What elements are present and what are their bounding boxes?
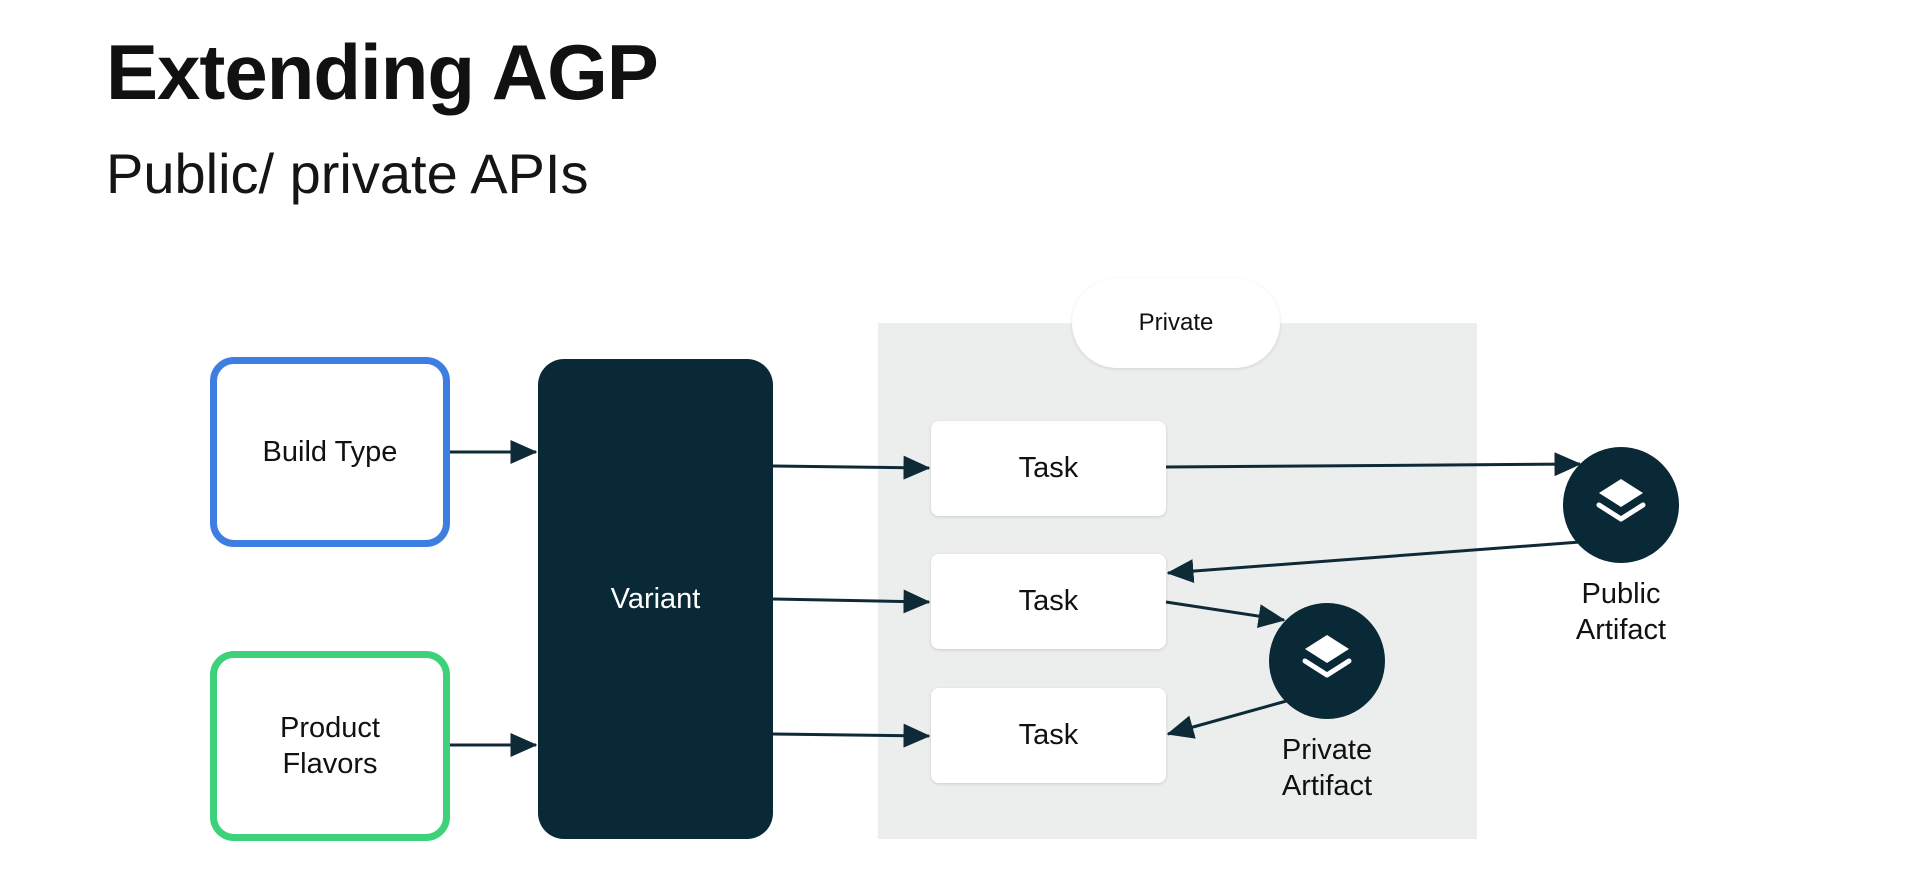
- public-artifact-label: Public Artifact: [1521, 576, 1721, 649]
- public-artifact-label-line-1: Public: [1581, 578, 1661, 610]
- arrow-task-1-to-public-artifact: [1165, 452, 1582, 477]
- arrow-variant-to-task-1: [772, 455, 931, 480]
- product-flavors-label-line-2: Flavors: [282, 748, 378, 780]
- private-zone-label: Private: [1072, 278, 1280, 368]
- arrow-task-2-to-private-artifact: [1165, 600, 1286, 629]
- product-flavors-label: Product Flavors: [280, 710, 380, 783]
- arrow-variant-to-task-3: [772, 723, 931, 748]
- task-box-2: Task: [931, 554, 1166, 649]
- task-label-3: Task: [1018, 719, 1079, 752]
- task-box-3: Task: [931, 688, 1166, 783]
- private-artifact-label-line-2: Artifact: [1281, 770, 1373, 803]
- variant-label: Variant: [610, 582, 701, 615]
- task-label-2: Task: [1018, 585, 1079, 618]
- arrow-public-artifact-to-task-2: [1166, 540, 1581, 584]
- public-artifact-label-line-2: Artifact: [1575, 614, 1667, 647]
- arrow-private-artifact-to-task-3: [1166, 698, 1291, 739]
- private-artifact-label: Private Artifact: [1227, 732, 1427, 805]
- build-type-box: Build Type: [210, 357, 450, 547]
- task-box-1: Task: [931, 421, 1166, 516]
- product-flavors-box: Product Flavors: [210, 651, 450, 841]
- variant-box: Variant: [538, 359, 773, 839]
- arrow-variant-to-task-2: [772, 589, 931, 614]
- product-flavors-label-line-1: Product: [280, 711, 380, 744]
- build-type-label: Build Type: [262, 435, 398, 468]
- private-artifact-label-line-1: Private: [1281, 734, 1373, 766]
- slide-title: Extending AGP: [106, 28, 659, 116]
- public-artifact-layers-icon: [1563, 447, 1679, 563]
- task-label-1: Task: [1018, 452, 1079, 485]
- slide-subtitle: Public/ private APIs: [106, 142, 589, 205]
